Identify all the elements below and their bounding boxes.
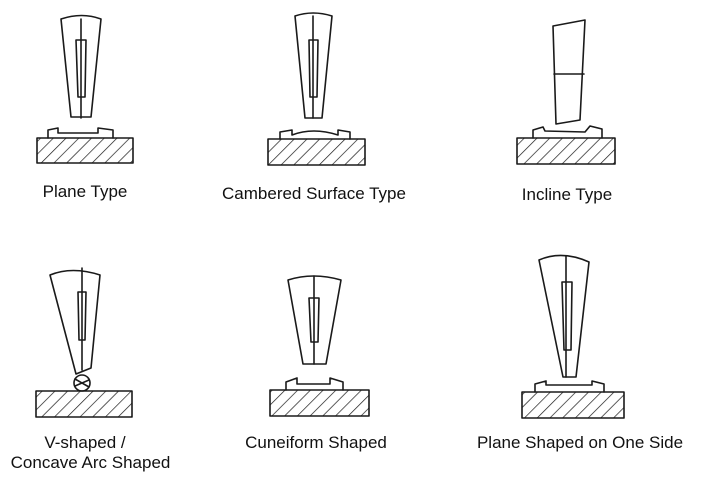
cuneiform-shaped-label: Cuneiform Shaped <box>245 433 387 452</box>
cambered-surface-type-figure <box>267 12 366 166</box>
workpiece <box>532 125 603 139</box>
base-plate <box>516 137 616 165</box>
plane-shaped-one-side-label: Plane Shaped on One Side <box>476 433 684 452</box>
electrode <box>60 14 102 118</box>
base-plate <box>521 391 625 419</box>
incline-type-label: Incline Type <box>521 185 613 204</box>
cambered-surface-type-label: Cambered Surface Type <box>222 184 406 203</box>
electrode <box>49 269 101 375</box>
plane-shaped-one-side-figure <box>521 254 625 419</box>
workpiece <box>285 377 344 391</box>
base-plate <box>267 138 366 166</box>
v-shaped-label-line1: V-shaped / <box>44 433 126 452</box>
electrode <box>552 19 586 125</box>
electrode <box>294 12 333 119</box>
v-shaped-concave-arc-figure <box>35 267 133 418</box>
base-plate <box>269 389 370 417</box>
workpiece <box>534 380 605 393</box>
v-shaped-label-line2: Concave Arc Shaped <box>10 453 171 472</box>
plane-type-label: Plane Type <box>42 182 128 201</box>
electrode <box>538 254 590 378</box>
incline-type-figure <box>516 19 616 165</box>
base-plate <box>36 137 134 164</box>
base-plate <box>35 390 133 418</box>
electrode <box>287 275 342 365</box>
workpiece <box>47 127 114 139</box>
plane-type-figure <box>36 14 134 164</box>
cuneiform-shaped-figure <box>269 275 370 417</box>
workpiece <box>279 129 351 140</box>
